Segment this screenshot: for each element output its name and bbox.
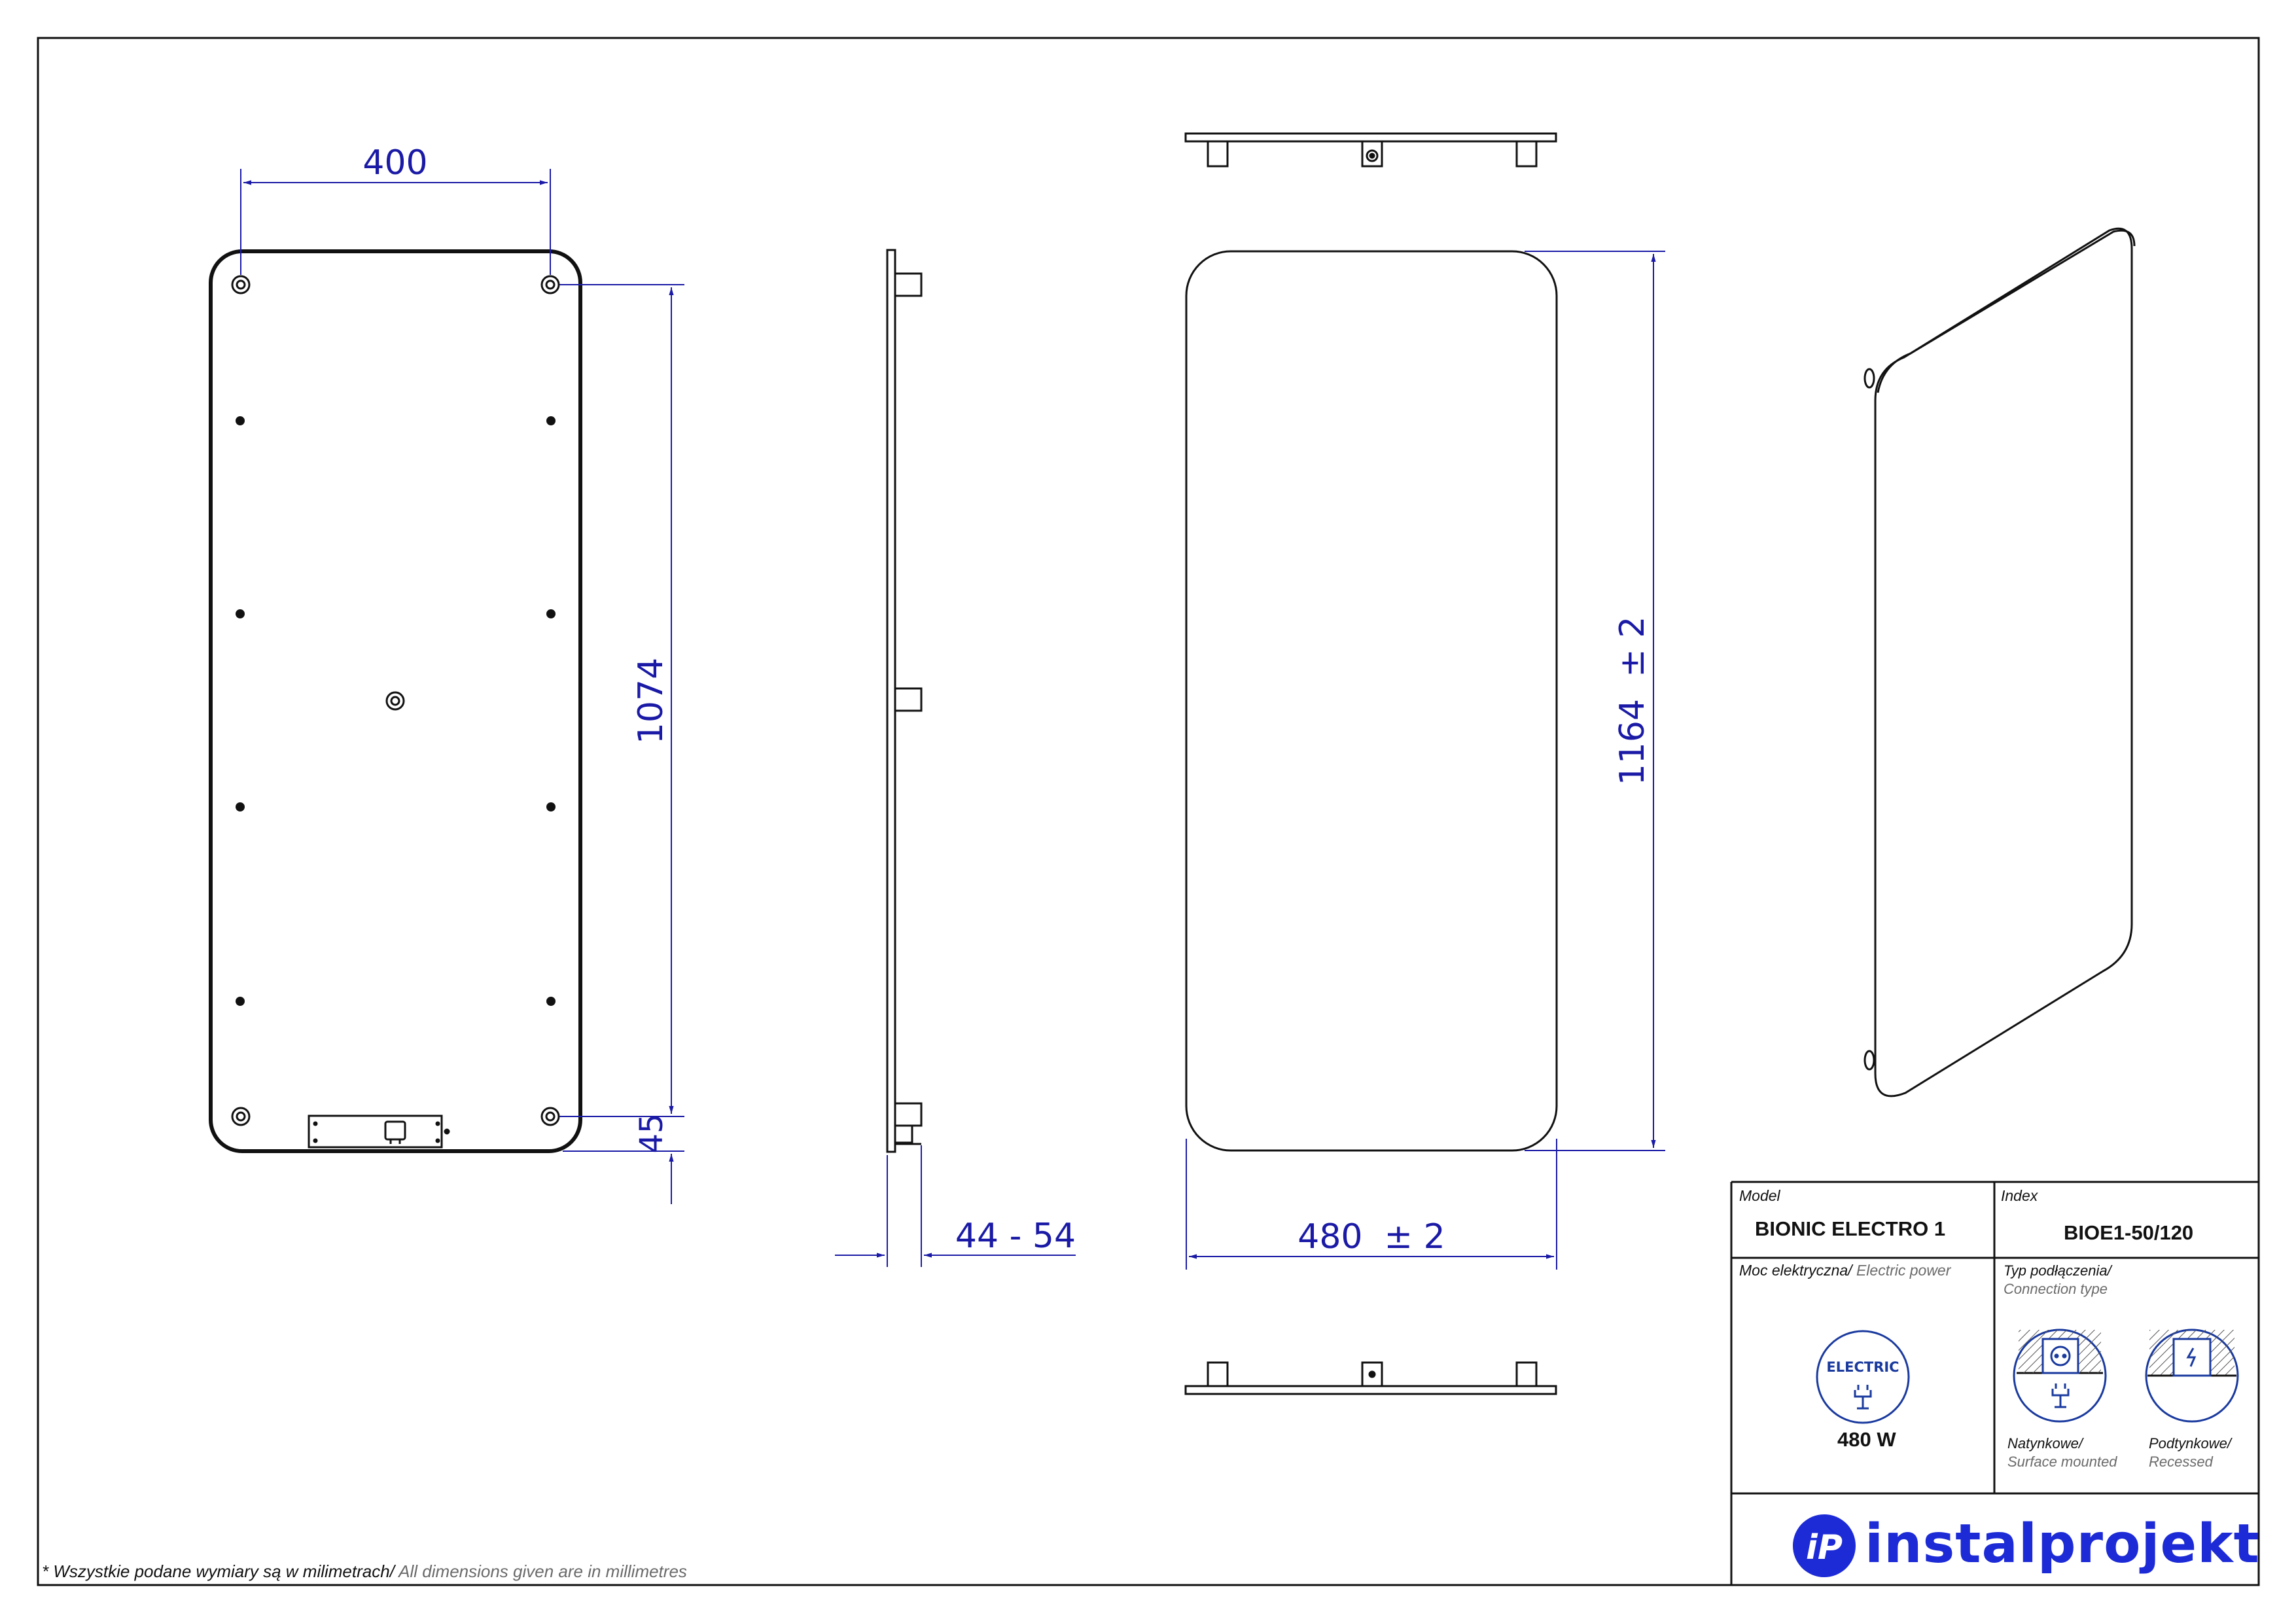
dimension-width-total: 480 ± 2 — [1298, 1217, 1445, 1257]
dimension-bottom-offset: 45 — [633, 1113, 670, 1153]
side-panel — [886, 249, 896, 1153]
dimension-width-top: 400 — [362, 143, 427, 183]
dimension-height-total: 1164 ± 2 — [1613, 616, 1652, 786]
fixing-points — [236, 416, 556, 1006]
model-label: Model — [1739, 1187, 1780, 1204]
sheet-border — [37, 37, 2260, 1586]
recessed-caption: Podtynkowe/ Recessed — [2149, 1435, 2231, 1471]
power-label-en: Electric power — [1852, 1262, 1951, 1279]
power-label-pl: Moc elektryczna/ — [1739, 1262, 1852, 1279]
side-view — [835, 249, 1076, 1267]
surface-mounted-socket-icon — [2013, 1329, 2107, 1423]
instalprojekt-logo-icon — [1793, 1514, 1856, 1577]
back-panel-outline — [209, 249, 582, 1153]
brand-name: instalprojekt — [1865, 1513, 2260, 1575]
electric-box — [308, 1115, 450, 1149]
surface-mounted-en: Surface mounted — [2007, 1454, 2117, 1470]
connection-label-en: Connection type — [2004, 1281, 2108, 1297]
footnote-en: All dimensions given are in millimetres — [394, 1561, 687, 1581]
dimension-hole-spacing: 1074 — [631, 658, 671, 744]
mounting-holes — [231, 275, 560, 1126]
power-label: Moc elektryczna/ Electric power — [1739, 1262, 1951, 1279]
bottom-view — [1184, 1361, 1557, 1395]
footnote: * Wszystkie podane wymiary są w milimetr… — [42, 1561, 687, 1582]
connection-label-pl: Typ podłączenia/ — [2004, 1262, 2111, 1279]
title-block-grid — [1730, 1181, 2259, 1585]
front-view — [1185, 250, 1665, 1270]
index-label: Index — [2001, 1187, 2038, 1204]
electric-icon-label: ELECTRIC — [1826, 1359, 1899, 1375]
connection-label: Typ podłączenia/ Connection type — [2004, 1262, 2111, 1298]
index-value: BIOE1-50/120 — [2064, 1221, 2194, 1244]
dimension-depth: 44 - 54 — [955, 1217, 1076, 1256]
footnote-pl: * Wszystkie podane wymiary są w milimetr… — [42, 1561, 395, 1581]
recessed-en: Recessed — [2149, 1454, 2213, 1470]
model-value: BIONIC ELECTRO 1 — [1755, 1217, 1946, 1240]
back-view: 400 1074 45 — [209, 143, 684, 1204]
isometric-view — [1863, 227, 2136, 1097]
surface-mounted-caption: Natynkowe/ Surface mounted — [2007, 1435, 2117, 1471]
front-panel-outline — [1185, 250, 1558, 1152]
brand-logo-text: iP — [1806, 1528, 1843, 1567]
surface-mounted-pl: Natynkowe/ — [2007, 1435, 2083, 1452]
power-value: 480 W — [1837, 1428, 1896, 1451]
top-view — [1184, 132, 1557, 168]
recessed-pl: Podtynkowe/ — [2149, 1435, 2231, 1452]
recessed-box-icon — [2145, 1329, 2239, 1423]
electric-plug-icon — [1816, 1330, 1910, 1424]
